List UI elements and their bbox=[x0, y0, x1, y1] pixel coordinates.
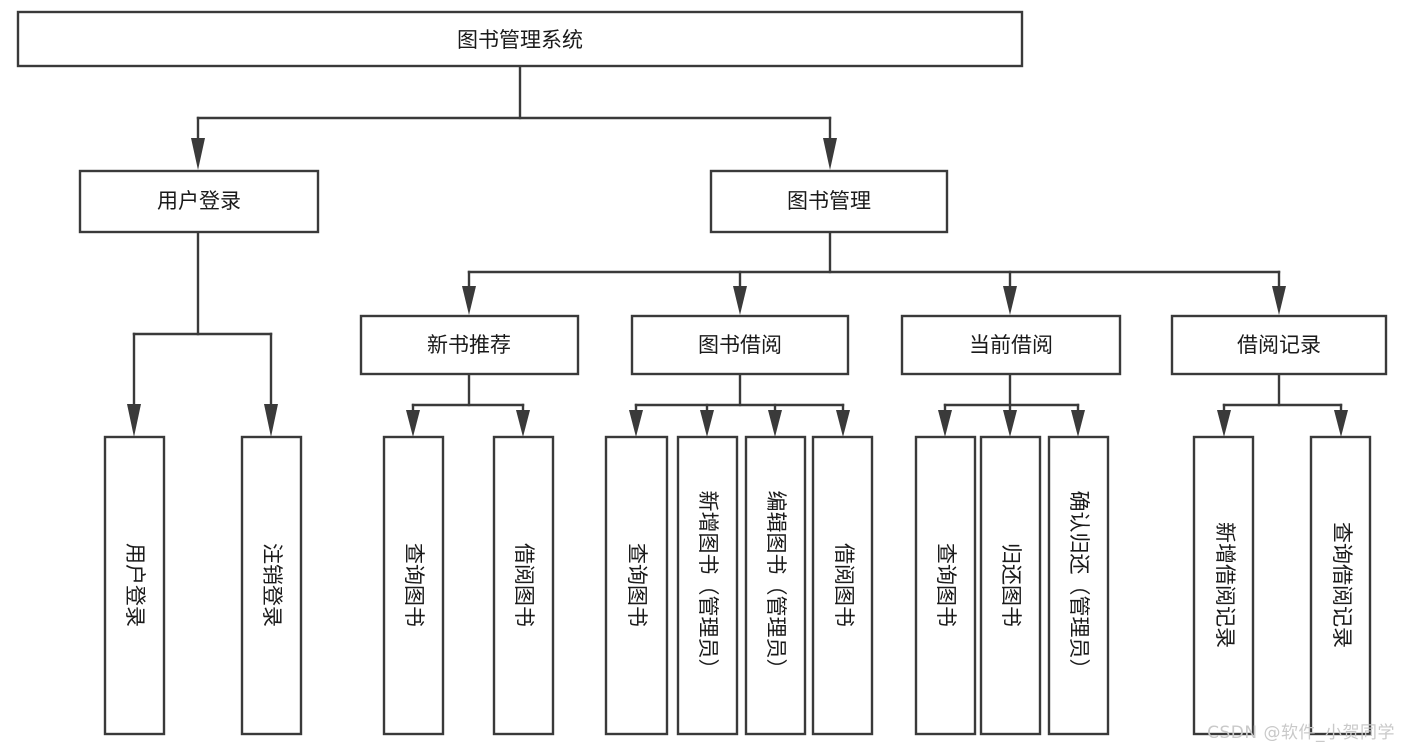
node-leaf-rec-borrow-box[interactable] bbox=[492, 435, 555, 736]
arrow-bm-to-current-borrow bbox=[1003, 286, 1017, 315]
node-leaf-borrow-lend[interactable]: 借阅图书 bbox=[811, 435, 874, 736]
arrow-cb-leaf2 bbox=[1003, 410, 1017, 437]
arrow-bb-leaf3 bbox=[768, 410, 782, 437]
node-leaf-borrow-query[interactable]: 查询图书 bbox=[604, 435, 669, 736]
node-book-borrow[interactable]: 图书借阅 bbox=[630, 314, 850, 376]
arrow-cb-leaf3 bbox=[1071, 410, 1085, 437]
node-leaf-cur-return[interactable]: 归还图书 bbox=[979, 435, 1042, 736]
connector-group-borrow-record bbox=[1217, 372, 1348, 437]
node-leaf-rec-query[interactable]: 查询图书 bbox=[382, 435, 445, 736]
arrow-bm-to-new-book-rec bbox=[462, 286, 476, 315]
node-leaf-user-logout-box[interactable] bbox=[240, 435, 303, 736]
arrow-bb-leaf1 bbox=[629, 410, 643, 437]
arrow-bm-to-book-borrow bbox=[733, 286, 747, 315]
connector-group-root bbox=[191, 64, 837, 170]
node-leaf-borrow-edit[interactable]: 编辑图书（管理员） bbox=[744, 435, 807, 736]
connector-group-book-manage bbox=[462, 230, 1286, 315]
node-user-login[interactable]: 用户登录 bbox=[78, 169, 320, 234]
arrow-bb-leaf2 bbox=[700, 410, 714, 437]
node-leaf-borrow-lend-label: 借阅图书 bbox=[832, 543, 856, 627]
node-leaf-borrow-lend-box[interactable] bbox=[811, 435, 874, 736]
node-leaf-rec-query-box[interactable] bbox=[382, 435, 445, 736]
node-leaf-rec-search-label: 查询借阅记录 bbox=[1330, 522, 1354, 648]
node-leaf-borrow-edit-box[interactable] bbox=[744, 435, 807, 736]
arrow-root-to-book-manage bbox=[823, 138, 837, 170]
node-book-borrow-label: 图书借阅 bbox=[698, 333, 782, 357]
arrow-ul-leaf2 bbox=[264, 404, 278, 437]
arrow-nbr-leaf1 bbox=[406, 410, 420, 437]
node-leaf-borrow-add[interactable]: 新增图书（管理员） bbox=[676, 435, 739, 736]
node-borrow-record[interactable]: 借阅记录 bbox=[1170, 314, 1388, 376]
node-leaf-user-login-label: 用户登录 bbox=[123, 543, 147, 627]
node-leaf-rec-add-box[interactable] bbox=[1192, 435, 1255, 736]
arrow-br-leaf2 bbox=[1334, 410, 1348, 437]
node-leaf-borrow-add-box[interactable] bbox=[676, 435, 739, 736]
node-leaf-cur-query-box[interactable] bbox=[914, 435, 977, 736]
node-book-manage-label: 图书管理 bbox=[787, 189, 871, 213]
arrow-nbr-leaf2 bbox=[516, 410, 530, 437]
node-new-book-rec-box[interactable] bbox=[359, 314, 580, 376]
node-borrow-record-box[interactable] bbox=[1170, 314, 1388, 376]
node-book-manage[interactable]: 图书管理 bbox=[709, 169, 949, 234]
connector-group-current-borrow bbox=[938, 372, 1085, 437]
node-current-borrow-box[interactable] bbox=[900, 314, 1122, 376]
arrow-bb-leaf4 bbox=[836, 410, 850, 437]
node-current-borrow[interactable]: 当前借阅 bbox=[900, 314, 1122, 376]
node-book-borrow-box[interactable] bbox=[630, 314, 850, 376]
node-leaf-borrow-add-label: 新增图书（管理员） bbox=[696, 491, 720, 680]
node-new-book-rec[interactable]: 新书推荐 bbox=[359, 314, 580, 376]
node-leaf-rec-add[interactable]: 新增借阅记录 bbox=[1192, 435, 1255, 736]
arrow-root-to-user-login bbox=[191, 138, 205, 170]
node-user-login-box[interactable] bbox=[78, 169, 320, 234]
node-leaf-rec-borrow-label: 借阅图书 bbox=[512, 543, 536, 627]
node-leaf-rec-search[interactable]: 查询借阅记录 bbox=[1309, 435, 1372, 736]
node-current-borrow-label: 当前借阅 bbox=[969, 333, 1053, 357]
arrow-ul-leaf1 bbox=[127, 404, 141, 437]
connector-group-new-book-rec bbox=[406, 372, 530, 437]
arrow-bm-to-borrow-record bbox=[1272, 286, 1286, 315]
node-root-box[interactable] bbox=[16, 10, 1024, 68]
node-leaf-borrow-query-label: 查询图书 bbox=[625, 543, 649, 627]
node-leaf-cur-query-label: 查询图书 bbox=[934, 543, 958, 627]
node-new-book-rec-label: 新书推荐 bbox=[427, 333, 511, 357]
node-leaf-user-logout[interactable]: 注销登录 bbox=[240, 435, 303, 736]
node-leaf-rec-query-label: 查询图书 bbox=[402, 543, 426, 627]
node-root-label: 图书管理系统 bbox=[457, 28, 583, 52]
node-leaf-rec-add-label: 新增借阅记录 bbox=[1213, 522, 1237, 648]
node-leaf-rec-search-box[interactable] bbox=[1309, 435, 1372, 736]
node-book-manage-box[interactable] bbox=[709, 169, 949, 234]
node-leaf-cur-query[interactable]: 查询图书 bbox=[914, 435, 977, 736]
node-leaf-borrow-query-box[interactable] bbox=[604, 435, 669, 736]
node-borrow-record-label: 借阅记录 bbox=[1237, 333, 1321, 357]
node-leaf-rec-borrow[interactable]: 借阅图书 bbox=[492, 435, 555, 736]
node-leaf-user-login-box[interactable] bbox=[103, 435, 166, 736]
node-leaf-cur-confirm[interactable]: 确认归还（管理员） bbox=[1047, 435, 1110, 736]
connector-group-book-borrow bbox=[629, 372, 850, 437]
node-leaf-cur-confirm-label: 确认归还（管理员） bbox=[1067, 491, 1091, 680]
node-user-login-label: 用户登录 bbox=[157, 189, 241, 213]
node-root[interactable]: 图书管理系统 bbox=[16, 10, 1024, 68]
node-leaf-borrow-edit-label: 编辑图书（管理员） bbox=[764, 491, 788, 680]
arrow-cb-leaf1 bbox=[938, 410, 952, 437]
arrow-br-leaf1 bbox=[1217, 410, 1231, 437]
connector-group-user-login bbox=[127, 230, 278, 437]
node-leaf-cur-return-label: 归还图书 bbox=[999, 543, 1023, 627]
node-leaf-user-logout-label: 注销登录 bbox=[260, 543, 284, 627]
node-leaf-cur-confirm-box[interactable] bbox=[1047, 435, 1110, 736]
node-leaf-user-login[interactable]: 用户登录 bbox=[103, 435, 166, 736]
node-leaf-cur-return-box[interactable] bbox=[979, 435, 1042, 736]
